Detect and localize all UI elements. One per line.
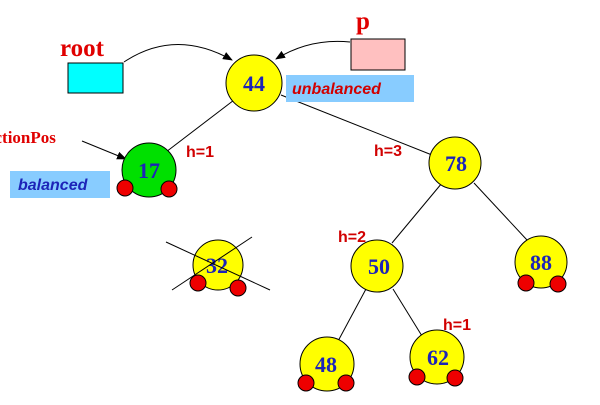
node-key: 78 <box>445 151 467 176</box>
root-arrow <box>123 44 233 63</box>
null-child-dot <box>116 179 134 197</box>
root-pointer: root <box>60 35 233 94</box>
null-child-dot <box>229 279 247 297</box>
edge-50-48 <box>336 288 367 344</box>
node-circle <box>409 329 465 385</box>
node-key: 50 <box>368 254 390 279</box>
actionpos-pointer: actionPos <box>0 128 127 160</box>
tree-node-17: 17 <box>116 142 178 198</box>
height-label-17: h=1 <box>186 144 214 161</box>
tree-node-78: 78 <box>428 136 482 190</box>
node-key: 62 <box>427 345 449 370</box>
tree-node-44: 44 <box>225 54 283 112</box>
height-label-50: h=2 <box>338 229 366 246</box>
unbalanced-tag-bg <box>286 75 414 102</box>
deletion-cross-line <box>165 241 271 291</box>
null-child-dot <box>549 275 567 293</box>
edge-50-62 <box>392 288 423 337</box>
tree-node-62: 62 <box>408 329 465 387</box>
node-key: 44 <box>243 71 265 96</box>
node-circle <box>225 54 283 112</box>
node-circle <box>428 136 482 190</box>
actionpos-label: actionPos <box>0 128 56 147</box>
edge-44-78 <box>280 94 433 156</box>
balanced-tag: balanced <box>10 171 110 198</box>
root-label: root <box>60 35 105 62</box>
tree-edges <box>165 94 528 344</box>
tree-node-48: 48 <box>297 336 355 392</box>
node-circle <box>192 239 244 291</box>
p-pointer: p <box>275 8 406 71</box>
tree-node-32-deleted: 32 <box>165 236 271 297</box>
node-key: 88 <box>530 250 552 275</box>
deletion-cross-line <box>171 236 253 291</box>
height-label-78: h=3 <box>374 143 402 160</box>
unbalanced-tag-text: unbalanced <box>292 81 382 98</box>
null-child-dot <box>160 180 178 198</box>
edge-78-88 <box>473 182 528 241</box>
node-circle <box>350 239 404 293</box>
balanced-tag-bg <box>10 171 110 198</box>
null-child-dot <box>189 274 207 292</box>
p-box <box>350 38 406 71</box>
balanced-tag-text: balanced <box>18 177 89 194</box>
null-child-dot <box>408 368 426 386</box>
null-child-dot <box>297 374 315 392</box>
height-label-62: h=1 <box>443 317 471 334</box>
edge-44-17 <box>165 96 239 153</box>
root-box <box>67 62 124 94</box>
tree-node-88: 88 <box>514 235 568 293</box>
node-key: 48 <box>315 352 337 377</box>
edge-78-50 <box>391 182 443 244</box>
actionpos-arrow <box>81 140 127 160</box>
null-child-dot <box>446 369 464 387</box>
null-child-dot <box>337 374 355 392</box>
p-arrow <box>275 40 351 60</box>
node-key: 17 <box>138 158 160 183</box>
node-circle <box>121 142 177 198</box>
unbalanced-tag: unbalanced <box>286 75 414 102</box>
p-label: p <box>356 8 370 35</box>
tree-node-50: 50 <box>350 239 404 293</box>
null-child-dot <box>517 274 535 292</box>
